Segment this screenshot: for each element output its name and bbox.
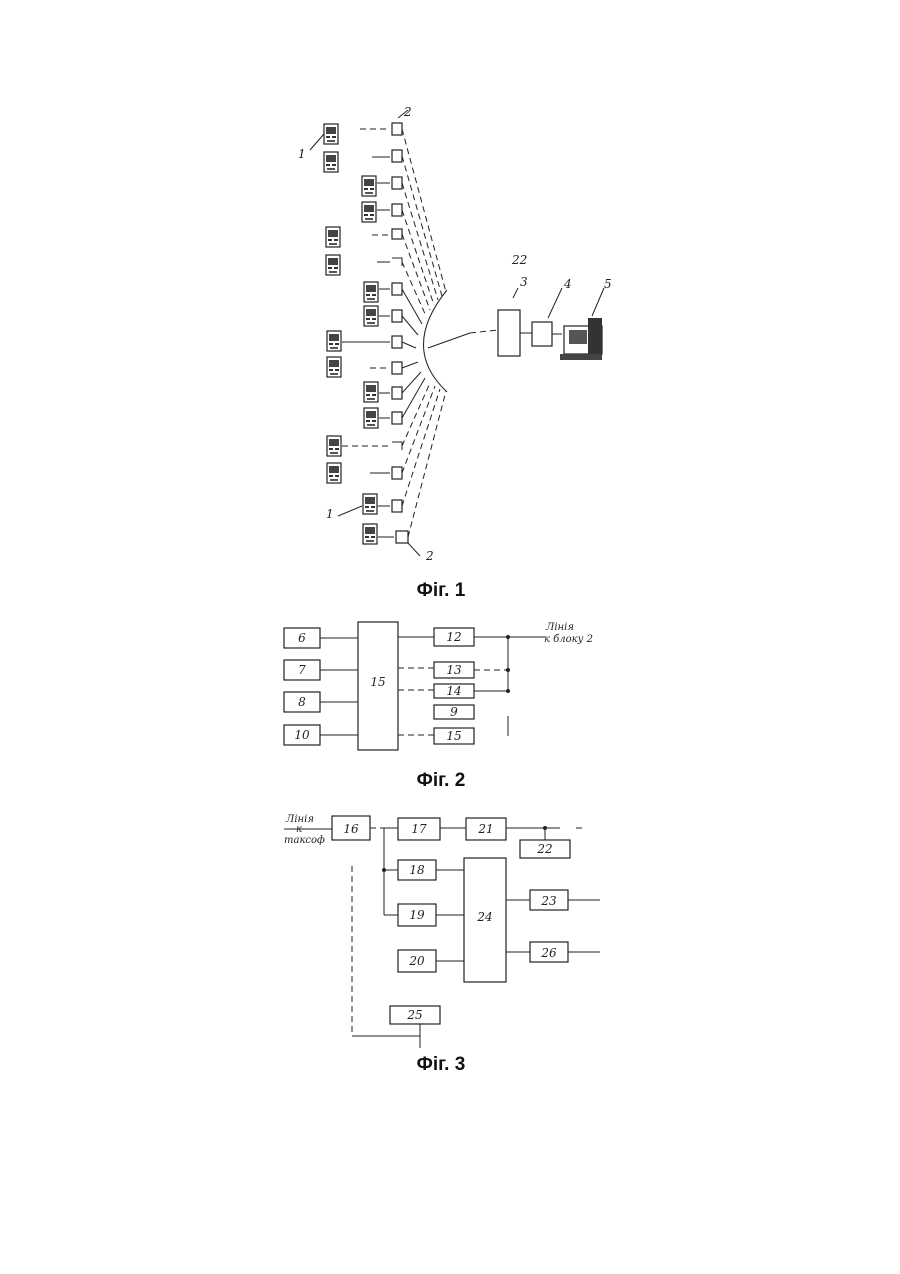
label-block-16: 16 xyxy=(343,822,359,836)
figure-3-caption: Фіг. 3 xyxy=(417,1054,466,1075)
fig2-line-label-2: к блоку 2 xyxy=(544,634,593,645)
terminal-icon xyxy=(324,152,338,172)
label-block-23: 23 xyxy=(540,894,557,908)
label-block-24: 24 xyxy=(476,910,492,924)
label-block-19: 19 xyxy=(409,908,425,922)
label-block-13: 13 xyxy=(446,663,462,677)
label-block-5: 5 xyxy=(604,277,612,291)
terminal-icon xyxy=(327,436,341,456)
label-block-22: 22 xyxy=(536,842,552,856)
figure-3: Лінія к таксоф 16 17 21 22 18 19 20 24 2… xyxy=(284,814,600,1075)
label-block-8: 8 xyxy=(298,695,306,709)
terminal-icon xyxy=(363,494,377,514)
block-4 xyxy=(532,322,552,346)
label-network: 22 xyxy=(511,253,527,267)
label-block-14: 14 xyxy=(446,684,461,698)
terminal-icon xyxy=(326,255,340,275)
figure-1-caption: Фіг. 1 xyxy=(417,580,466,601)
network-link xyxy=(428,333,470,348)
label-terminal-a: 1 xyxy=(298,147,306,161)
label-block-3: 3 xyxy=(520,275,528,289)
label-block-17: 17 xyxy=(411,822,427,836)
terminal-icon xyxy=(363,524,377,544)
figure-2: 6 7 8 10 15 12 13 14 9 15 Лінія к блоку … xyxy=(284,622,593,791)
terminal-icon xyxy=(364,408,378,428)
label-block-9: 9 xyxy=(450,705,458,719)
label-block-15a: 15 xyxy=(370,675,385,689)
label-block-10: 10 xyxy=(294,728,310,742)
terminal-icon xyxy=(364,282,378,302)
terminal-stations xyxy=(324,124,378,544)
label-adapter-b: 2 xyxy=(425,549,434,563)
terminal-icon xyxy=(326,227,340,247)
figure-2-caption: Фіг. 2 xyxy=(417,770,466,791)
network-arc xyxy=(424,290,448,392)
label-adapter-a: 2 xyxy=(403,105,412,119)
label-block-18: 18 xyxy=(409,863,425,877)
label-block-25: 25 xyxy=(406,1008,422,1022)
terminal-icon xyxy=(362,176,376,196)
terminal-icon xyxy=(364,306,378,326)
fig3-line-label-2: к xyxy=(296,824,302,835)
terminal-icon xyxy=(327,463,341,483)
terminal-icon xyxy=(362,202,376,222)
figure-1: 1 2 22 3 4 5 1 2 Фіг. 1 xyxy=(298,105,612,601)
label-block-20: 20 xyxy=(408,954,425,968)
terminal-icon xyxy=(327,331,341,351)
label-block-4: 4 xyxy=(563,277,572,291)
adapter-fan-lines xyxy=(402,129,446,537)
terminal-icon xyxy=(364,382,378,402)
fig2-line-label-1: Лінія xyxy=(545,622,574,633)
label-terminal-b: 1 xyxy=(326,507,334,521)
label-block-6: 6 xyxy=(298,631,306,645)
label-block-12: 12 xyxy=(446,630,461,644)
label-block-7: 7 xyxy=(298,663,306,677)
terminal-icon xyxy=(324,124,338,144)
terminal-icon xyxy=(327,357,341,377)
fig3-line-label-3: таксоф xyxy=(284,835,325,846)
block-3 xyxy=(498,310,520,356)
adapter-boxes xyxy=(392,123,408,543)
label-block-26: 26 xyxy=(540,946,557,960)
label-block-15b: 15 xyxy=(446,729,461,743)
label-block-21: 21 xyxy=(477,822,493,836)
computer-icon xyxy=(560,318,602,360)
